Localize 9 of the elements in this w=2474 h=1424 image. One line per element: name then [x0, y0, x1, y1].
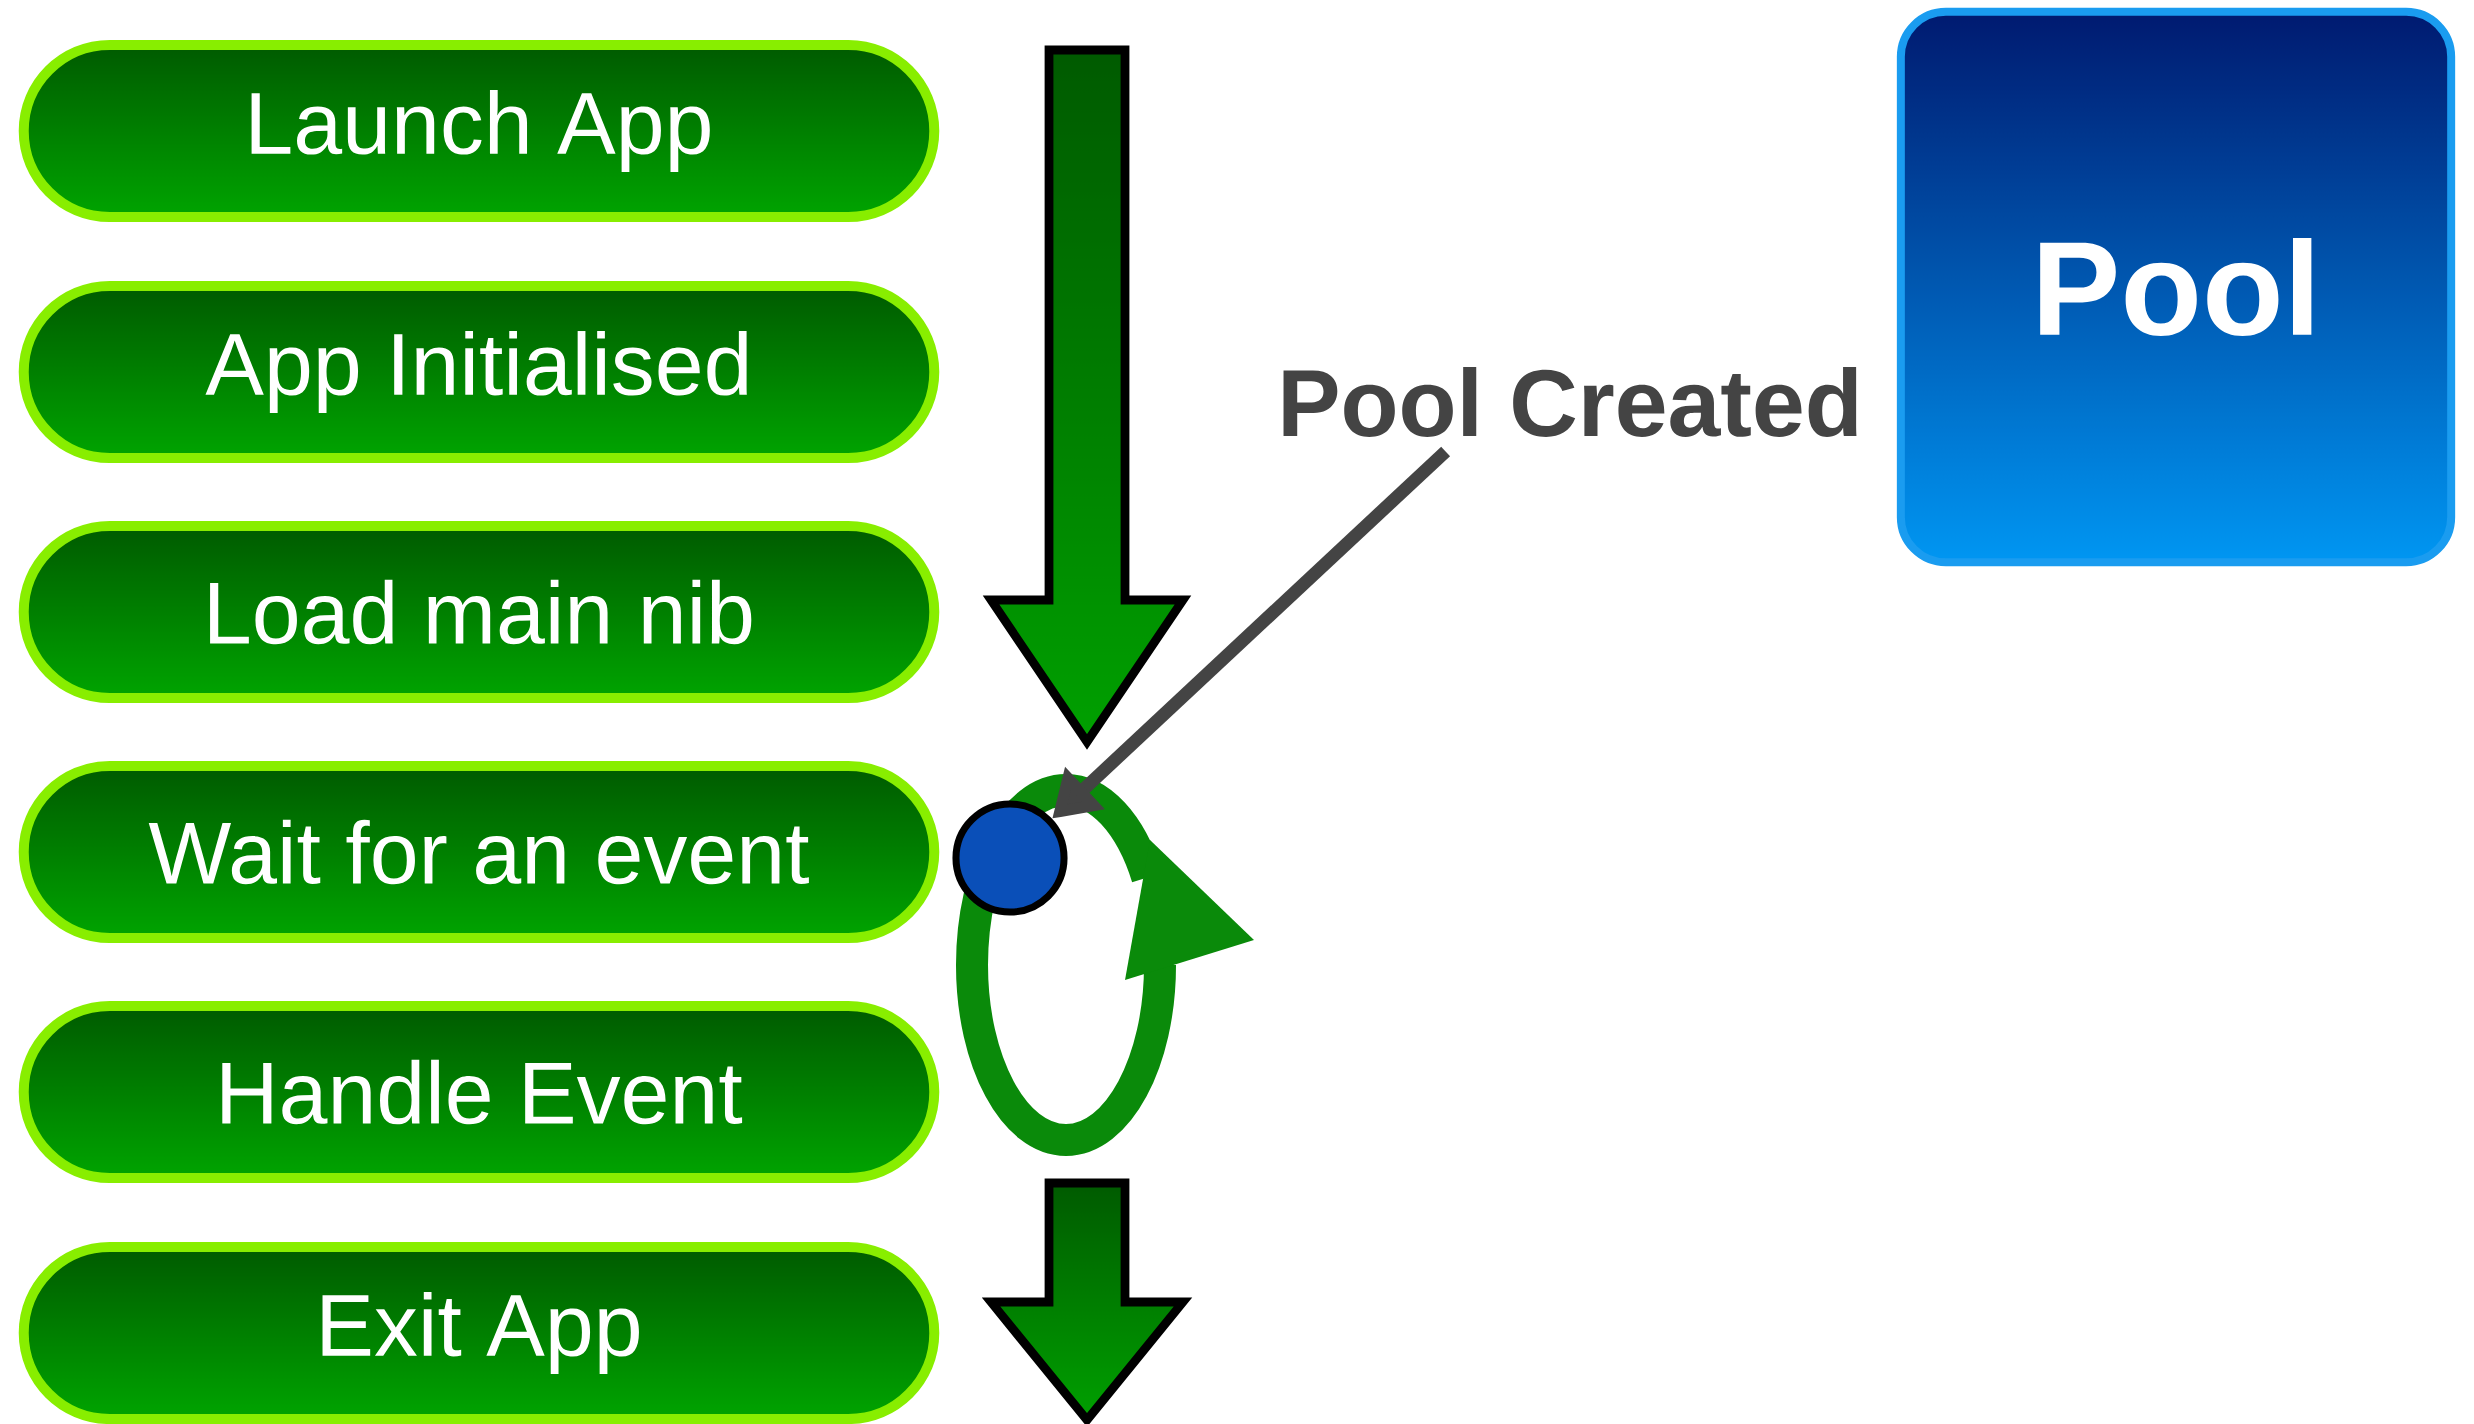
process-box: Handle Event	[18, 1000, 940, 1184]
callout-text: Pool Created	[1283, 367, 1857, 437]
process-box: Exit App	[18, 1241, 940, 1424]
process-box: App Initialised	[18, 280, 940, 464]
process-box: Launch App	[18, 39, 940, 223]
pool-box: Pool	[1896, 7, 2456, 567]
circle	[952, 800, 1068, 916]
process-box: Wait for an event	[18, 760, 940, 944]
process-box: Load main nib	[18, 520, 940, 704]
